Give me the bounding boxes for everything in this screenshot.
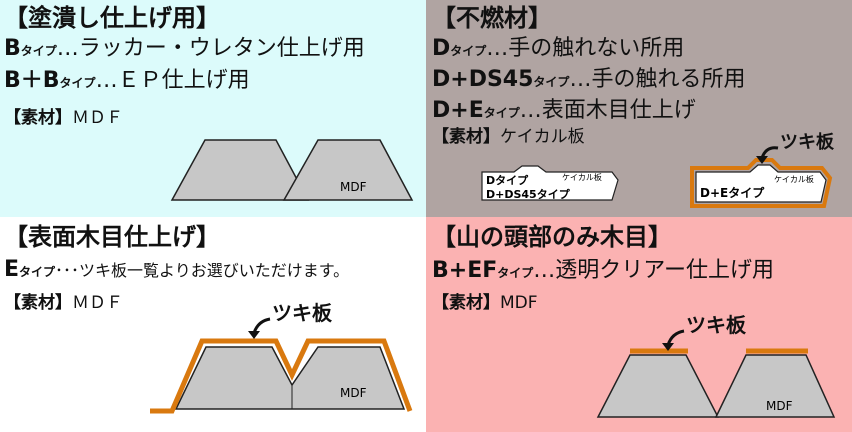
mdf-block-left [170,139,310,201]
mdf-label: MDF [340,386,367,400]
material-value: ケイカル板 [500,127,585,147]
veneer-label: ツキ板 [780,132,834,153]
pointer-arrow [666,329,685,346]
type-code: B＋B [4,68,60,93]
type-desc: …手の触れる所用 [569,67,746,92]
type-suffix: タイプ [450,44,487,58]
veneer-label: ツキ板 [686,313,746,337]
material-value: ＭＤＦ [72,108,123,128]
type-suffix: タイプ [483,106,520,120]
board-a-material: ケイカル板 [562,172,602,182]
panel-heading: 【山の頭部のみ木目】 [432,223,672,251]
panel-wood-grain: 【表面木目仕上げ】 Eタイプ･･･ツキ板一覧よりお選びいただけます。 【素材】Ｍ… [0,217,426,432]
panel-fireproof: 【不燃材】 Dタイプ…手の触れない所用 D+DS45タイプ…手の触れる所用 D+… [426,0,852,217]
type-suffix: タイプ [497,266,534,280]
mdf-block-right [714,354,836,418]
type-line-e: Eタイプ･･･ツキ板一覧よりお選びいただけます。 [4,259,349,281]
board-b-material: ケイカル板 [774,174,814,184]
type-line-bef: B+EFタイプ…透明クリアー仕上げ用 [432,260,774,282]
type-code: B [4,36,21,61]
type-desc: …ＥＰ仕上げ用 [95,68,250,93]
veneer-label: ツキ板 [272,301,332,325]
type-suffix: タイプ [59,76,96,90]
profile-diagram: MDF [596,329,836,418]
panel-heading: 【不燃材】 [432,4,552,32]
type-suffix: タイプ [20,44,57,58]
material-line: 【素材】ケイカル板 [432,129,585,146]
mdf-label: MDF [766,399,793,413]
type-suffix: タイプ [533,75,570,89]
type-line-de: D+Eタイプ…表面木目仕上げ [432,100,696,122]
type-line-dds45: D+DS45タイプ…手の触れる所用 [432,69,745,91]
veneer-layer [150,338,413,414]
type-desc: …表面木目仕上げ [519,98,696,123]
profile-diagram: MDF [170,139,414,201]
mdf-label: MDF [340,180,367,194]
type-desc: …透明クリアー仕上げ用 [533,258,774,283]
board-a-type-dds45: D+DS45タイプ [486,187,571,201]
type-code: D+DS45 [432,67,534,92]
panel-heading: 【表面木目仕上げ】 [4,223,220,251]
material-line: 【素材】ＭＤＦ [4,110,123,127]
type-desc: ･･･ツキ板一覧よりお選びいただけます。 [55,261,350,280]
material-label: 【素材】 [432,127,500,147]
panel-heading: 【塗潰し仕上げ用】 [4,4,220,32]
type-line-b: Bタイプ…ラッカー・ウレタン仕上げ用 [4,38,365,60]
board-b-type: D+Eタイプ [700,185,765,200]
material-line: 【素材】MDF [432,295,538,312]
board-a [481,165,619,201]
material-label: 【素材】 [4,293,72,313]
type-line-bb: B＋Bタイプ…ＥＰ仕上げ用 [4,70,250,92]
type-line-d: Dタイプ…手の触れない所用 [432,38,684,60]
material-line: 【素材】ＭＤＦ [4,295,123,312]
pointer-arrow [252,317,271,334]
type-code: E [4,257,20,282]
type-code: D+E [432,98,484,123]
material-label: 【素材】 [4,108,72,128]
arrow-head [662,343,674,351]
panel-top-grain: 【山の頭部のみ木目】 B+EFタイプ…透明クリアー仕上げ用 【素材】MDF ツキ… [426,217,852,432]
veneer-layer [690,158,833,208]
type-desc: …ラッカー・ウレタン仕上げ用 [56,36,365,61]
arrow-head [756,156,768,164]
type-code: B+EF [432,258,498,283]
material-label: 【素材】 [432,293,500,313]
arrow-head [248,331,260,339]
profile-diagram: MDF [150,317,413,414]
type-suffix: タイプ [19,265,56,279]
mdf-block [174,346,406,410]
type-desc: …手の触れない所用 [486,36,685,61]
board-diagrams: Dタイプ D+DS45タイプ ケイカル板 D+Eタイプ ケイカル板 [481,146,833,208]
material-value: ＭＤＦ [72,293,123,313]
board-b [695,164,827,203]
board-a-type-d: Dタイプ [486,173,529,187]
mdf-block-right [282,139,414,201]
mdf-block-left [596,354,720,418]
panel-paint-finish: 【塗潰し仕上げ用】 Bタイプ…ラッカー・ウレタン仕上げ用 B＋Bタイプ…ＥＰ仕上… [0,0,426,217]
type-code: D [432,36,451,61]
material-value: MDF [500,293,538,313]
